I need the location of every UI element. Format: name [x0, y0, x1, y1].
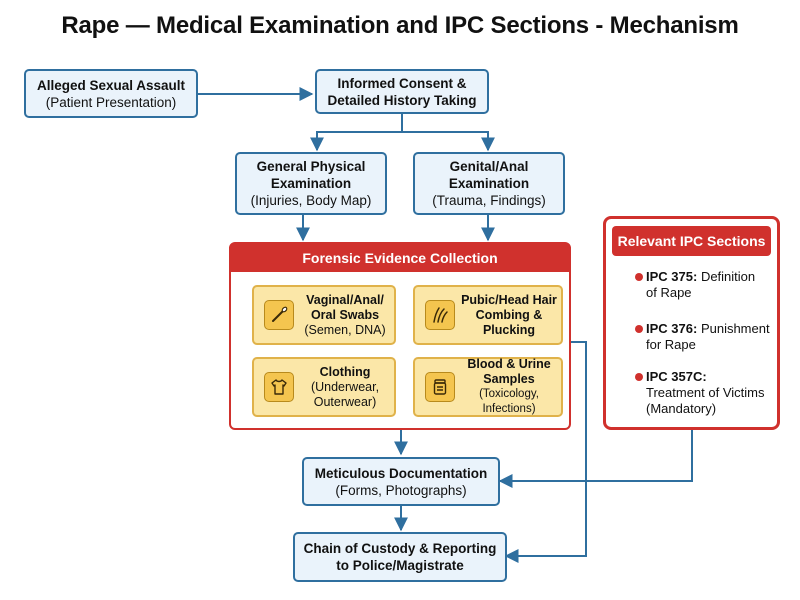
- genital-exam-sub: (Trauma, Findings): [432, 193, 546, 208]
- ipc-bullet: [635, 373, 643, 381]
- ipc-item-375: IPC 375: Definition of Rape: [635, 269, 776, 301]
- documentation-sub: (Forms, Photographs): [335, 482, 467, 498]
- genital-exam-box: Genital/Anal Examination (Trauma, Findin…: [413, 152, 565, 215]
- ipc-357c-text2: (Mandatory): [646, 401, 717, 416]
- alleged-assault-title: Alleged Sexual Assault: [36, 77, 186, 93]
- swab-icon: [264, 300, 294, 330]
- evidence-clothing: Clothing (Underwear, Outerwear): [252, 357, 396, 417]
- custody-line2: to Police/Magistrate: [336, 558, 464, 573]
- forensic-evidence-title: Forensic Evidence Collection: [231, 244, 569, 272]
- genital-exam-line2: Examination: [448, 176, 530, 191]
- general-exam-box: General Physical Examination (Injuries, …: [235, 152, 387, 215]
- clothing-icon: [264, 372, 294, 402]
- hair-comb-icon: [425, 300, 455, 330]
- evidence-swabs: Vaginal/Anal/ Oral Swabs (Semen, DNA): [252, 285, 396, 345]
- hair-line2: Combing &: [475, 307, 543, 322]
- documentation-box: Meticulous Documentation (Forms, Photogr…: [302, 457, 500, 506]
- chain-of-custody-box: Chain of Custody & Reporting to Police/M…: [293, 532, 507, 582]
- evidence-blood-urine: Blood & Urine Samples (Toxicology, Infec…: [413, 357, 563, 417]
- blood-line2: Samples: [483, 372, 535, 386]
- clothing-sub2: Outerwear): [313, 394, 377, 409]
- ipc-357c-code: IPC 357C:: [646, 369, 707, 384]
- ipc-bullet: [635, 325, 643, 333]
- alleged-assault-sub: (Patient Presentation): [45, 94, 177, 110]
- general-exam-line1: General Physical: [256, 159, 366, 174]
- ipc-375-text1: Definition: [700, 269, 756, 284]
- custody-line1: Chain of Custody & Reporting: [303, 541, 497, 556]
- blood-line1: Blood & Urine: [467, 357, 551, 371]
- general-exam-sub: (Injuries, Body Map): [250, 193, 372, 208]
- clothing-sub1: (Underwear,: [310, 379, 380, 394]
- ipc-357c-text1: Treatment of Victims: [646, 385, 765, 400]
- consent-line2: Detailed History Taking: [327, 92, 477, 108]
- swabs-line1: Vaginal/Anal/: [306, 292, 384, 307]
- ipc-375-code: IPC 375:: [646, 269, 698, 284]
- documentation-title: Meticulous Documentation: [314, 465, 488, 481]
- blood-sub: (Toxicology, Infections): [479, 388, 539, 415]
- evidence-hair: Pubic/Head Hair Combing & Plucking: [413, 285, 563, 345]
- alleged-assault-box: Alleged Sexual Assault (Patient Presenta…: [24, 69, 198, 118]
- ipc-item-357c: IPC 357C: Treatment of Victims (Mandator…: [635, 369, 776, 417]
- sample-jar-icon: [425, 372, 455, 402]
- consent-line1: Informed Consent &: [337, 75, 467, 91]
- swabs-line2: Oral Swabs: [310, 307, 380, 322]
- ipc-item-376: IPC 376: Punishment for Rape: [635, 321, 776, 353]
- ipc-bullet: [635, 273, 643, 281]
- informed-consent-box: Informed Consent & Detailed History Taki…: [315, 69, 489, 114]
- hair-line3: Plucking: [482, 322, 536, 337]
- clothing-line1: Clothing: [319, 364, 371, 379]
- general-exam-line2: Examination: [270, 176, 352, 191]
- ipc-376-code: IPC 376:: [646, 321, 698, 336]
- ipc-sections-panel: Relevant IPC Sections IPC 375: Definitio…: [603, 216, 780, 430]
- page-title: Rape — Medical Examination and IPC Secti…: [61, 12, 739, 39]
- ipc-sections-title: Relevant IPC Sections: [612, 226, 771, 256]
- genital-exam-line1: Genital/Anal: [449, 159, 529, 174]
- swabs-sub: (Semen, DNA): [304, 322, 386, 337]
- hair-line1: Pubic/Head Hair: [461, 292, 557, 307]
- ipc-376-text2: for Rape: [646, 337, 696, 352]
- ipc-375-text2: of Rape: [646, 285, 692, 300]
- ipc-376-text1: Punishment: [700, 321, 770, 336]
